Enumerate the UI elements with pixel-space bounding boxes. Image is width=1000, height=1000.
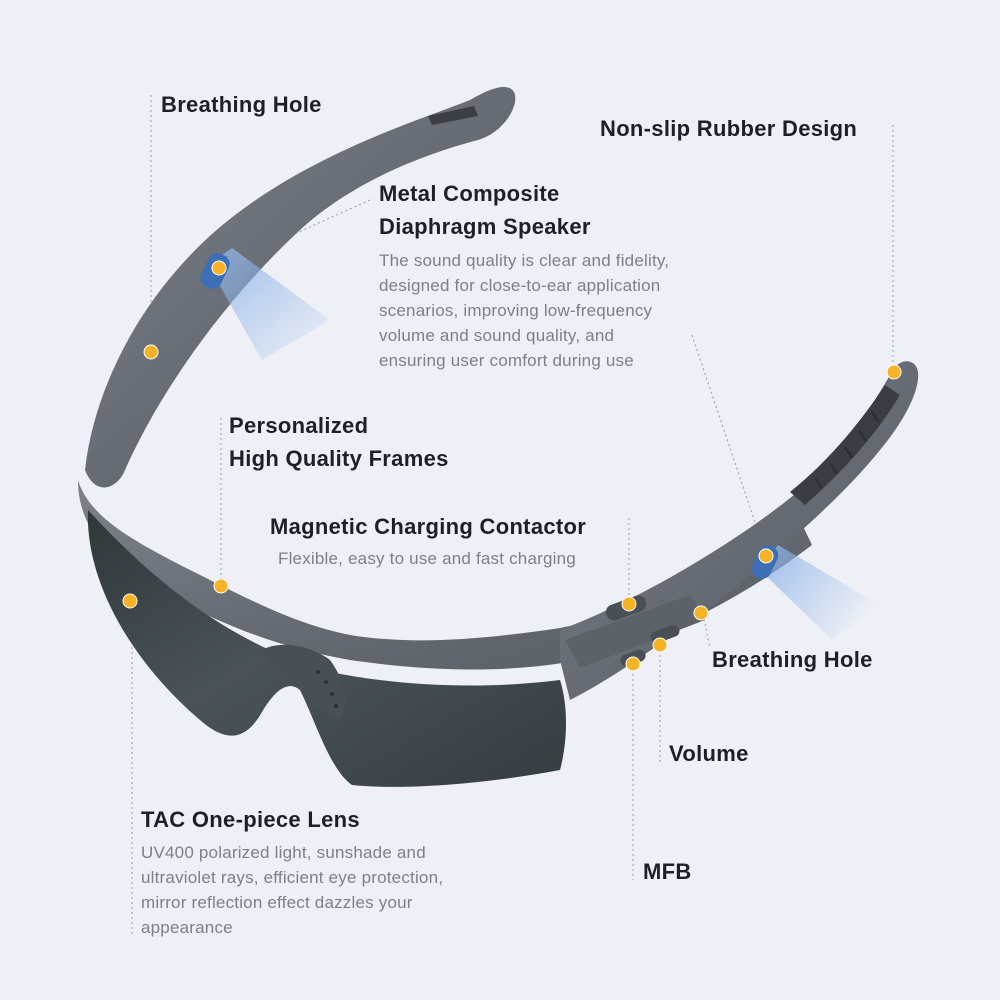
charging-contactor-title: Magnetic Charging Contactor	[270, 514, 587, 539]
left-temple-arm	[85, 86, 516, 488]
breathing-hole-right-label: Breathing Hole	[712, 647, 873, 672]
speaker-title-line: Diaphragm Speaker	[379, 214, 591, 239]
speaker-description: The sound quality is clear and fidelity,…	[379, 248, 669, 373]
frames-title-line: Personalized	[229, 413, 369, 438]
frames-title-line: High Quality Frames	[229, 446, 449, 471]
left-arm-slot	[428, 106, 478, 125]
breathing-hole-top-label: Breathing Hole	[161, 92, 322, 117]
lens-desc-line: mirror reflection effect dazzles your	[141, 893, 413, 912]
lens-desc-line: appearance	[141, 918, 233, 937]
rubber-texture	[814, 411, 880, 489]
nose-pad	[262, 644, 346, 720]
lens-description: UV400 polarized light, sunshade and ultr…	[141, 840, 443, 940]
speaker-beam-right	[760, 545, 880, 640]
speaker-desc-line: scenarios, improving low-frequency	[379, 301, 653, 320]
charging-plate	[565, 595, 705, 668]
non-slip-rubber-label: Non-slip Rubber Design	[600, 116, 858, 141]
marker-dots	[122, 260, 902, 672]
lens-desc-line: UV400 polarized light, sunshade and	[141, 843, 426, 862]
mfb-label: MFB	[643, 859, 692, 884]
tac-lens	[87, 510, 566, 787]
speaker-desc-line: The sound quality is clear and fidelity,	[379, 251, 670, 270]
volume-label: Volume	[669, 741, 749, 766]
non-slip-rubber-grip	[790, 385, 900, 505]
speaker-desc-line: designed for close-to-ear application	[379, 276, 661, 295]
speaker-desc-line: volume and sound quality, and	[379, 326, 615, 345]
frames-title: Personalized High Quality Frames	[229, 409, 449, 475]
lens-desc-line: ultraviolet rays, efficient eye protecti…	[141, 868, 444, 887]
speaker-title: Metal Composite Diaphragm Speaker	[379, 177, 591, 243]
charging-contactor-description: Flexible, easy to use and fast charging	[278, 549, 576, 568]
speaker-desc-line: ensuring user comfort during use	[379, 351, 634, 370]
speaker-beam-left	[208, 248, 330, 360]
lens-title: TAC One-piece Lens	[141, 807, 360, 832]
speaker-title-line: Metal Composite	[379, 181, 560, 206]
